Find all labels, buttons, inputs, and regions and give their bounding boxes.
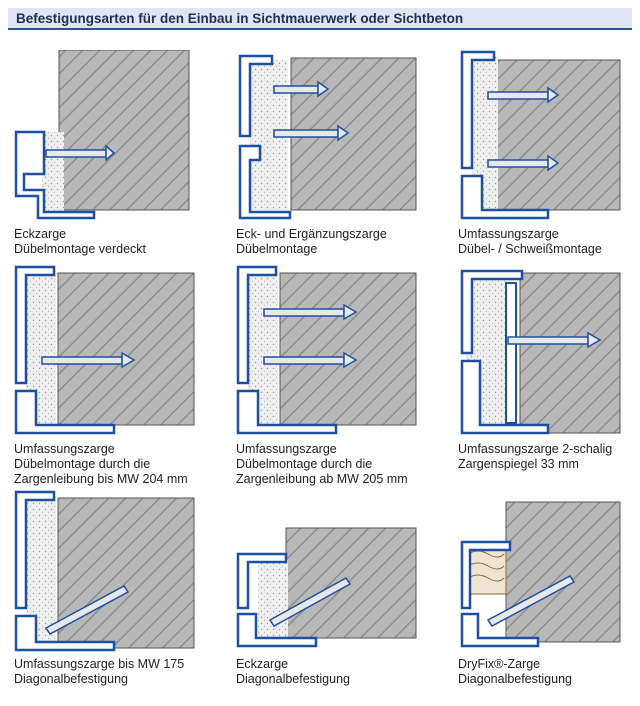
diagram-8: Eckzarge Diagonalbefestigung: [236, 490, 436, 687]
caption-7: Umfassungszarge bis MW 175 Diagonalbefes…: [14, 657, 214, 687]
caption-line: Zargenleibung bis MW 204 mm: [14, 472, 188, 486]
diagram-5: Umfassungszarge Dübelmontage durch die Z…: [236, 265, 436, 487]
caption-line: Zargenspiegel 33 mm: [458, 457, 579, 471]
caption-line: Dübel- / Schweißmontage: [458, 242, 602, 256]
diagram-6: Umfassungszarge 2-schalig Zargenspiegel …: [458, 265, 640, 472]
caption-line: Umfassungszarge bis MW 175: [14, 657, 185, 671]
caption-2: Eck- und Ergänzungszarge Dübelmontage: [236, 227, 436, 257]
caption-line: Dübelmontage: [236, 242, 318, 256]
caption-9: DryFix®-Zarge Diagonalbefestigung: [458, 657, 640, 687]
caption-line: Umfassungszarge: [236, 442, 337, 456]
diagram-7: Umfassungszarge bis MW 175 Diagonalbefes…: [14, 490, 214, 687]
caption-line: DryFix®-Zarge: [458, 657, 541, 671]
section-title: Befestigungsarten für den Einbau in Sich…: [16, 11, 464, 26]
caption-8: Eckzarge Diagonalbefestigung: [236, 657, 436, 687]
diagram-9: DryFix®-Zarge Diagonalbefestigung: [458, 490, 640, 687]
section-header: Befestigungsarten für den Einbau in Sich…: [8, 8, 632, 30]
caption-line: Eckzarge: [236, 657, 289, 671]
diagram-4: Umfassungszarge Dübelmontage durch die Z…: [14, 265, 214, 487]
caption-line: Eckzarge: [14, 227, 67, 241]
caption-line: Dübelmontage verdeckt: [14, 242, 147, 256]
caption-6: Umfassungszarge 2-schalig Zargenspiegel …: [458, 442, 640, 472]
caption-line: Umfassungszarge: [458, 227, 559, 241]
diagram-3: Umfassungszarge Dübel- / Schweißmontage: [458, 50, 640, 257]
diagram-2: Eck- und Ergänzungszarge Dübelmontage: [236, 50, 436, 257]
caption-line: Diagonalbefestigung: [458, 672, 572, 686]
caption-line: Zargenleibung ab MW 205 mm: [236, 472, 408, 486]
caption-4: Umfassungszarge Dübelmontage durch die Z…: [14, 442, 214, 487]
caption-line: Diagonalbefestigung: [14, 672, 128, 686]
caption-1: Eckzarge Dübelmontage verdeckt: [14, 227, 214, 257]
caption-line: Eck- und Ergänzungszarge: [236, 227, 387, 241]
caption-line: Umfassungszarge 2-schalig: [458, 442, 613, 456]
caption-line: Dübelmontage durch die: [236, 457, 373, 471]
caption-line: Umfassungszarge: [14, 442, 115, 456]
caption-5: Umfassungszarge Dübelmontage durch die Z…: [236, 442, 436, 487]
caption-line: Diagonalbefestigung: [236, 672, 350, 686]
caption-3: Umfassungszarge Dübel- / Schweißmontage: [458, 227, 640, 257]
diagram-1: Eckzarge Dübelmontage verdeckt: [14, 50, 214, 257]
caption-line: Dübelmontage durch die: [14, 457, 151, 471]
